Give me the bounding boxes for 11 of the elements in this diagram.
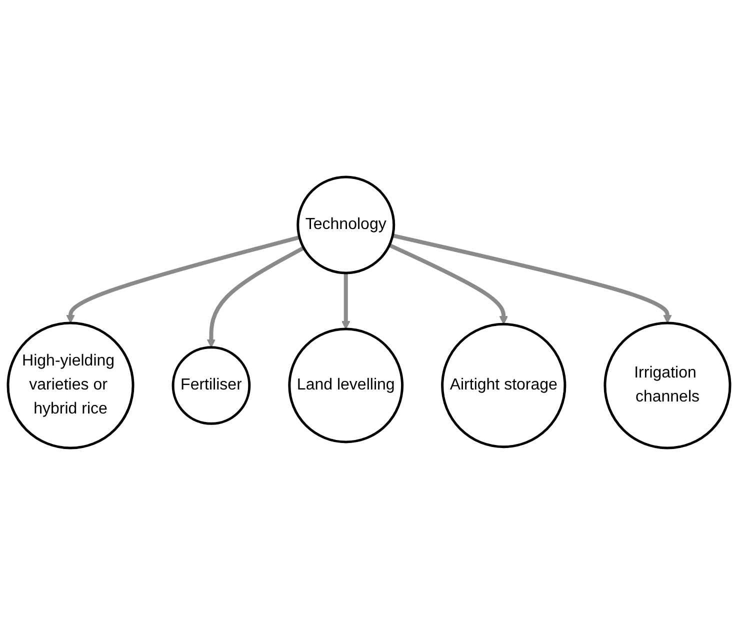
arrow xyxy=(388,243,508,325)
arrow xyxy=(341,272,350,330)
node-circle: High-yielding varieties or hybrid rice xyxy=(6,322,134,450)
node-circle: Airtight storage xyxy=(441,322,566,448)
node-circle: Irrigation channels xyxy=(604,322,732,450)
node-circle: Technology xyxy=(296,176,396,274)
node-circle: Land levelling xyxy=(288,328,404,444)
arrow xyxy=(392,234,672,324)
node-circle: Fertiliser xyxy=(172,346,251,425)
arrow xyxy=(66,235,300,324)
arrow xyxy=(206,246,305,348)
